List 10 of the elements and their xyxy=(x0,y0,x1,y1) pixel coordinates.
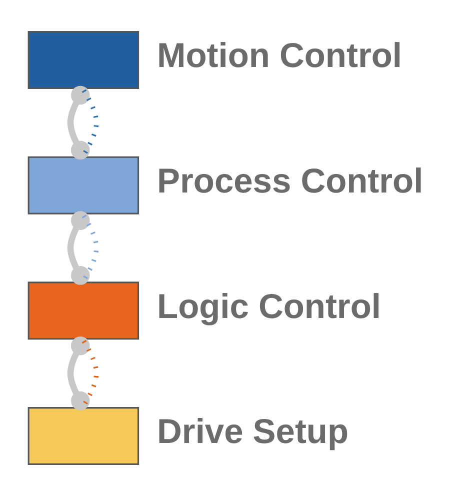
node-label: Motion Control xyxy=(156,36,402,75)
connector xyxy=(66,210,90,284)
connector xyxy=(66,85,90,159)
node-label: Process Control xyxy=(156,162,423,200)
connector xyxy=(81,88,98,156)
node-label: Logic Control xyxy=(156,287,380,326)
connector xyxy=(81,339,98,406)
connector xyxy=(81,214,98,281)
connector xyxy=(66,336,90,410)
node-label: Drive Setup xyxy=(156,412,348,451)
